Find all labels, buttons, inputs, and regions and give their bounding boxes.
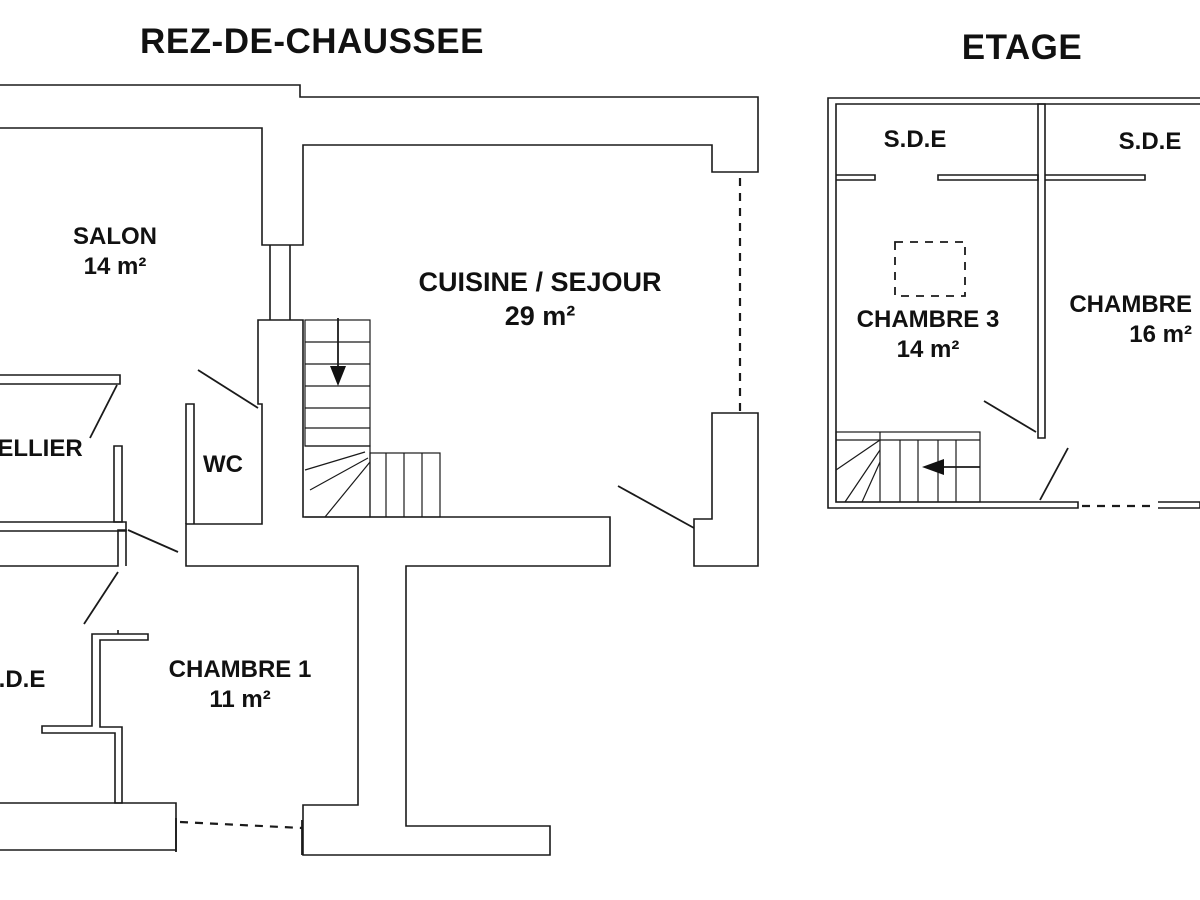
room-area: 16 m² — [1129, 321, 1192, 348]
room-name: WC — [203, 451, 243, 478]
room-area: 11 m² — [209, 686, 271, 713]
wc-partition — [185, 319, 611, 856]
room-label-chambre-upper-right: CHAMBRE 16 m² — [1069, 290, 1200, 350]
room-name: CHAMBRE 1 — [168, 656, 312, 683]
top-outer-wall — [0, 84, 759, 246]
room-area: 14 m² — [896, 336, 960, 363]
upper-floor-title: ETAGE — [961, 28, 1083, 67]
ground-floor-walls — [0, 84, 759, 856]
kitchen-right-wall — [693, 412, 759, 567]
room-label-wc: WC — [203, 450, 243, 480]
room-name: CHAMBRE — [1069, 291, 1192, 318]
room-name: CUISINE / SEJOUR — [418, 267, 662, 297]
room-name: ELLIER — [0, 435, 83, 462]
room-area: 29 m² — [504, 301, 576, 331]
room-name: SALON — [73, 223, 157, 250]
upper-floor-walls — [827, 97, 1200, 509]
room-label-cellier: ELLIER — [0, 434, 83, 464]
room-label-sde-upper-right: S.D.E — [1119, 127, 1182, 157]
room-area: 14 m² — [83, 253, 147, 280]
room-name: S.D.E — [883, 126, 947, 153]
room-name: .D.E — [0, 666, 46, 693]
open-void-outline — [894, 241, 966, 297]
room-label-cuisine-sejour: CUISINE / SEJOUR 29 m² — [418, 265, 661, 333]
sde-partition — [41, 633, 149, 804]
room-label-sde-ground: .D.E — [0, 665, 45, 695]
room-label-chambre-3: CHAMBRE 3 14 m² — [857, 305, 1000, 365]
room-label-chambre-1: CHAMBRE 1 11 m² — [169, 655, 312, 715]
upper-central-partition — [1037, 103, 1046, 439]
ground-floor-stairs — [304, 318, 441, 518]
chambre1-bottom-opening — [179, 820, 303, 830]
bottom-wall — [0, 802, 177, 851]
ground-floor-title: REZ-DE-CHAUSSEE — [140, 22, 484, 61]
ground-floor-doors — [83, 369, 695, 855]
room-name: CHAMBRE 3 — [856, 306, 1000, 333]
room-label-salon: SALON 14 m² — [73, 222, 157, 282]
room-label-sde-upper-left: S.D.E — [884, 125, 947, 155]
upper-floor-doors — [983, 400, 1069, 501]
room-name: S.D.E — [1118, 128, 1182, 155]
cellier-walls — [0, 374, 121, 385]
upper-floor-stairs — [835, 431, 981, 503]
